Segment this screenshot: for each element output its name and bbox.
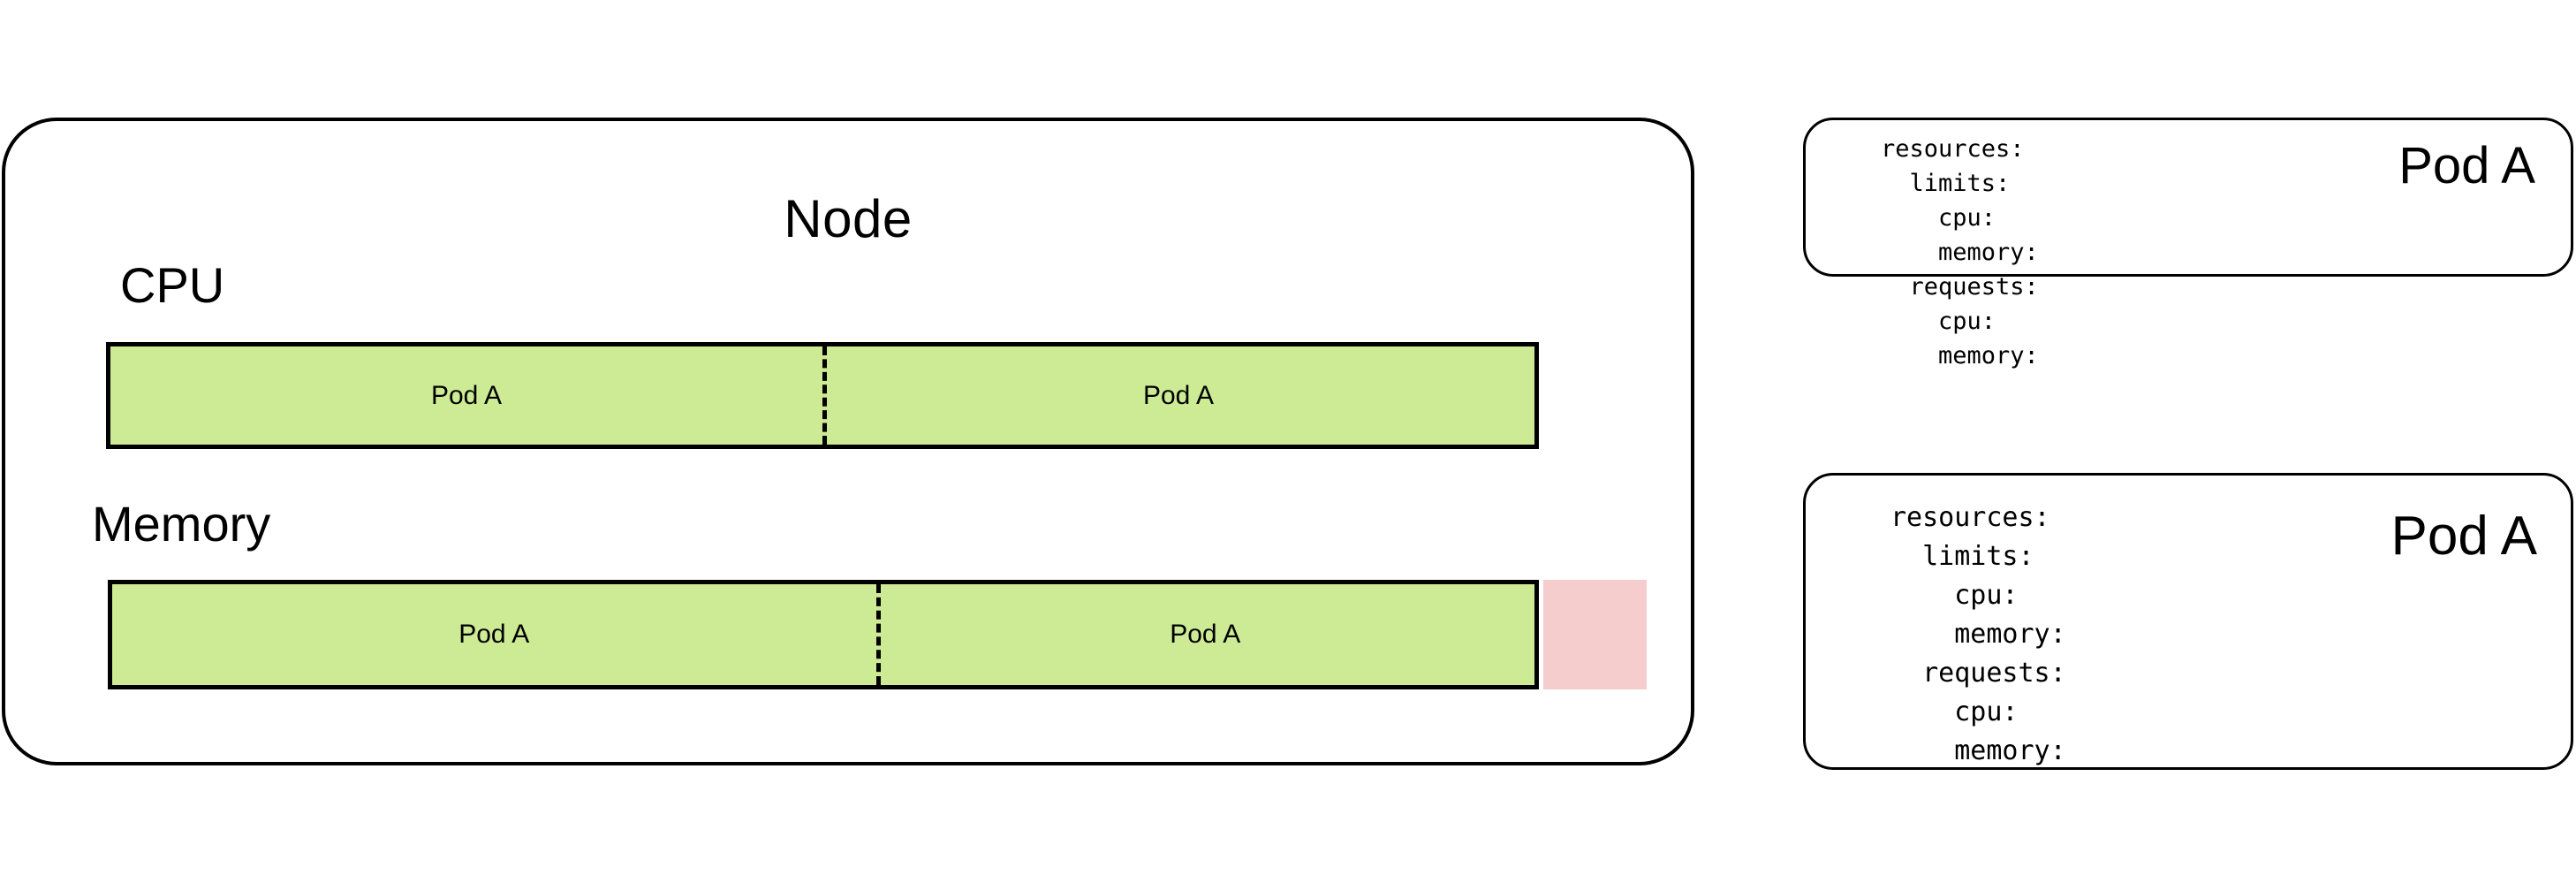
pod-1-title: Pod A: [2398, 137, 2535, 194]
memory-overflow-block: [1543, 580, 1647, 689]
memory-segment-1: Pod A: [112, 584, 876, 685]
pod-2-yaml-spec: resources: limits: cpu: memory: requests…: [1890, 502, 2066, 766]
pod-1-yaml-spec: resources: limits: cpu: memory: requests…: [1881, 135, 2039, 369]
cpu-segment-divider: [822, 346, 827, 445]
cpu-resource-bar: Pod A Pod A: [106, 342, 1539, 449]
pod-card-1[interactable]: resources: limits: cpu: memory: requests…: [1803, 118, 2573, 369]
memory-segment-1-label: Pod A: [458, 620, 530, 649]
memory-segment-2: Pod A: [875, 584, 1534, 685]
memory-segment-divider: [875, 584, 881, 685]
cpu-segment-2-label: Pod A: [1142, 380, 1215, 410]
memory-resource-bar: Pod A Pod A: [108, 580, 1539, 689]
cpu-segment-1-label: Pod A: [430, 380, 503, 410]
memory-segment-2-label: Pod A: [1170, 620, 1241, 649]
pod-card-2[interactable]: resources: limits: cpu: memory: requests…: [1803, 473, 2573, 770]
cpu-segment-1: Pod A: [110, 346, 822, 445]
memory-resource-label: Memory: [92, 496, 271, 552]
pod-2-title: Pod A: [2390, 506, 2537, 567]
cpu-resource-label: CPU: [120, 257, 225, 313]
node-title: Node: [784, 189, 913, 248]
cpu-segment-2: Pod A: [822, 346, 1534, 445]
